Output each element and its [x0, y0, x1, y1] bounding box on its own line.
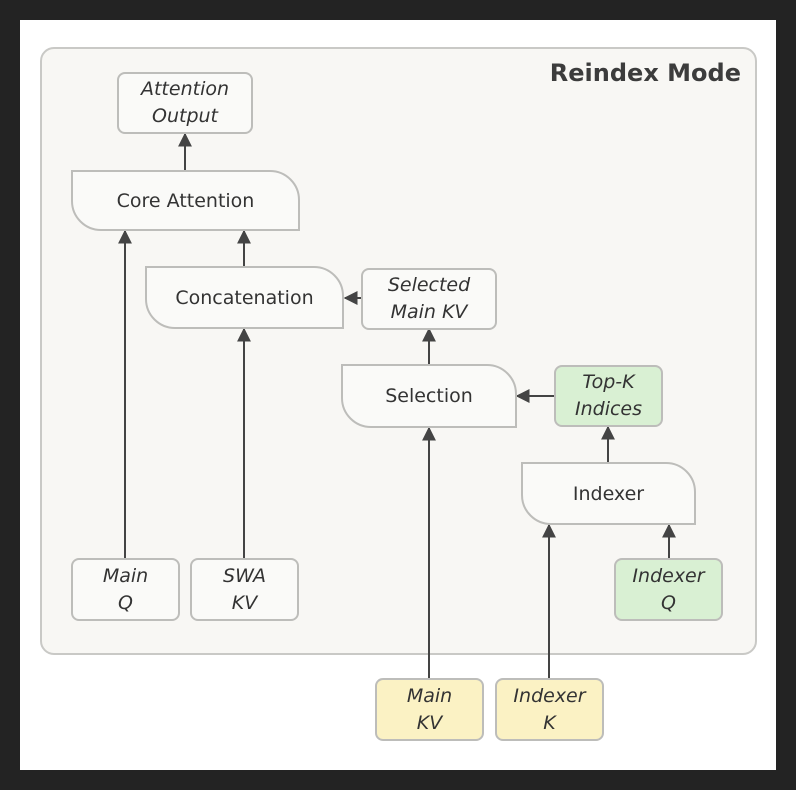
selection-node: Selection [341, 364, 517, 428]
main-q-line-2: Q [118, 591, 133, 614]
main-kv-line-2: KV [416, 711, 443, 734]
topk-indices-line-1: Top-K [582, 371, 635, 393]
edge-layer [118, 132, 676, 678]
reindex-mode-panel: Reindex Mode [40, 47, 757, 655]
attention-output-line-1: Attention [140, 78, 230, 100]
mode-title: Reindex Mode [549, 59, 741, 87]
concatenation-node: Concatenation [145, 266, 344, 329]
core-attention-node: Core Attention [71, 170, 300, 231]
indexer-q-line-1: Indexer [632, 564, 705, 587]
swa-kv-line-1: SWA [223, 564, 266, 587]
diagram-canvas: Reindex Mode Attention Output Core Atten… [20, 20, 776, 770]
attention-output-line-2: Output [152, 105, 218, 127]
indexer-k-line-2: K [543, 711, 556, 734]
main-kv-node: Main KV [375, 678, 484, 741]
selected-main-kv-node: Selected Main KV [361, 268, 497, 330]
indexer-q-line-2: Q [661, 591, 676, 614]
concatenation-label: Concatenation [175, 286, 314, 309]
selected-main-kv-line-2: Main KV [390, 301, 468, 323]
indexer-node: Indexer [521, 462, 696, 525]
main-q-line-1: Main [102, 564, 149, 587]
topk-indices-node: Top-K Indices [554, 365, 663, 427]
indexer-label: Indexer [572, 482, 645, 505]
selection-label: Selection [385, 385, 473, 407]
main-q-node: Main Q [71, 558, 180, 621]
attention-output-node: Attention Output [117, 72, 253, 134]
swa-kv-node: SWA KV [190, 558, 299, 621]
indexer-k-node: Indexer K [495, 678, 604, 741]
indexer-k-line-1: Indexer [513, 684, 586, 707]
core-attention-label: Core Attention [116, 189, 255, 212]
main-kv-line-1: Main [406, 684, 453, 707]
indexer-q-node: Indexer Q [614, 558, 723, 621]
topk-indices-line-2: Indices [574, 398, 643, 420]
selected-main-kv-line-1: Selected [387, 274, 471, 296]
swa-kv-line-2: KV [231, 591, 258, 614]
